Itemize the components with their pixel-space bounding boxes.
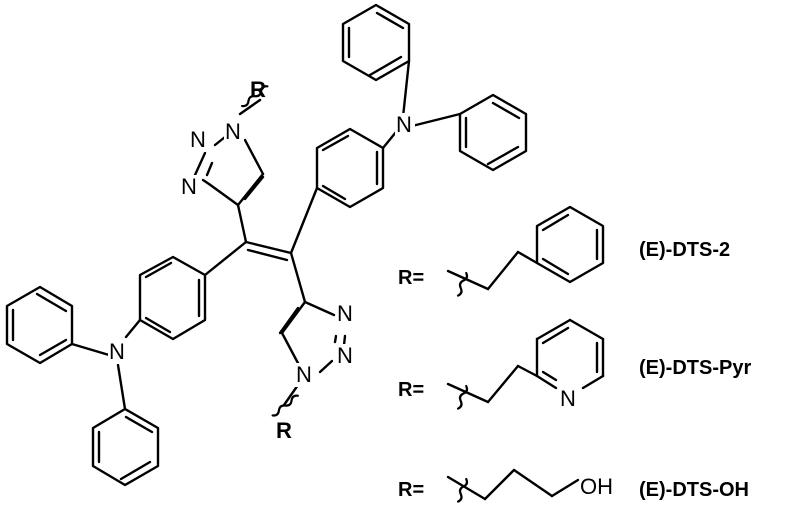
lower-triazole-ring (278, 300, 347, 374)
upper-phenylene-ring (315, 127, 385, 209)
upper-triazole-n3: N (181, 174, 197, 199)
lower-triazole-n3: N (337, 301, 353, 326)
lower-amine-nitrogen: N (109, 339, 125, 364)
top-left-phenyl-ring (341, 3, 411, 82)
pyridine-nitrogen: N (560, 386, 576, 411)
hydroxyl-group: OH (580, 474, 613, 499)
compound-name-dts-pyr: (E)-DTS-Pyr (639, 357, 751, 379)
lower-triazole-n2: N (337, 343, 353, 368)
upper-amine-nitrogen: N (396, 112, 412, 137)
lower-r-group: R (276, 418, 292, 443)
compound-name-dts-2: (E)-DTS-2 (639, 239, 730, 261)
pyridylmethyl-substituent (446, 318, 605, 410)
lower-left-phenyl-ring (5, 285, 74, 365)
hydroxypropyl-substituent (446, 468, 580, 503)
bottom-phenyl-ring (91, 407, 160, 487)
upper-triazole-n1: N (225, 119, 241, 144)
lower-phenylene-ring (138, 255, 207, 341)
r-equals-label-3: R= (398, 479, 424, 501)
substituent-legend: R= (E)-DTS-2 R= (E)-DTS-Pyr R= (E)-DTS-O… (398, 239, 751, 501)
compound-name-dts-oh: (E)-DTS-OH (639, 479, 749, 501)
upper-triazole-ring (193, 131, 265, 207)
r-equals-label-1: R= (398, 267, 424, 289)
atom-labels: N N N N R N N N N R N OH (108, 77, 613, 499)
top-right-phenyl-ring (458, 93, 528, 172)
lower-triazole-n1: N (296, 362, 312, 387)
r-equals-label-2: R= (398, 379, 424, 401)
upper-r-group: R (250, 77, 266, 102)
upper-triazole-n2: N (190, 127, 206, 152)
benzyl-substituent (446, 205, 605, 297)
